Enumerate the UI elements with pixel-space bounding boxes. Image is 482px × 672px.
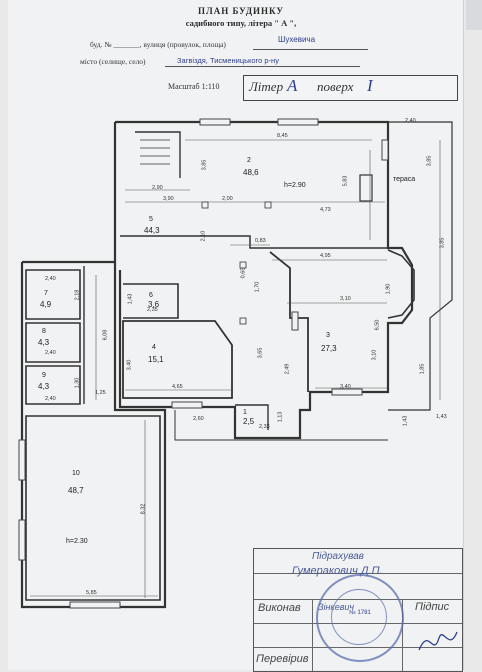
dim-label: 0,83 — [255, 238, 266, 244]
litera-box: Літер А поверх I — [243, 75, 458, 101]
street-underline — [253, 49, 368, 50]
official-seal: № 1781 — [316, 574, 404, 662]
room-6-area: 3,6 — [148, 300, 160, 309]
dim-label: 2,33 — [259, 424, 270, 430]
dim-label: 2,00 — [222, 196, 233, 202]
page-edge — [466, 0, 482, 30]
dim-label: 2,40 — [405, 118, 416, 124]
stamp-sign-label: Підпис — [415, 601, 450, 613]
signature-icon — [418, 631, 458, 651]
litera-floor-number: I — [367, 76, 373, 95]
dim-label: 4,73 — [320, 207, 331, 213]
plan-subtitle: садибного типу, літера " А ", — [185, 18, 297, 28]
windows — [18, 118, 389, 609]
litera-floor-word: поверх — [317, 79, 354, 94]
room-1-area: 2,5 — [243, 417, 255, 426]
room-10-height: h=2.30 — [66, 538, 88, 545]
dim-label: 3,40 — [340, 384, 351, 390]
city-value: Загвіздя, Тисменицького р-ну — [177, 56, 279, 65]
dim-label: 4,65 — [172, 384, 183, 390]
room-3-number: 3 — [326, 332, 330, 339]
seal-number: № 1781 — [349, 610, 371, 616]
address-line-city: місто (селище, село) — [80, 57, 146, 66]
stamp-role-counted: Підрахував — [312, 551, 364, 562]
room-10-number: 10 — [72, 470, 80, 477]
dim-label: 2,35 — [147, 307, 158, 313]
dim-label: 2,40 — [45, 350, 56, 356]
dim-label: 8,45 — [277, 133, 288, 139]
dimension-lines — [30, 139, 441, 598]
scale-label: Масштаб 1:110 — [168, 82, 220, 91]
room-2-height: h=2.90 — [284, 182, 306, 189]
room-10-area: 48,7 — [68, 486, 84, 495]
dim-label: 2,40 — [45, 396, 56, 402]
plan-title: ПЛАН БУДИНКУ — [198, 6, 284, 16]
stamp-role-executed: Виконав — [258, 602, 301, 614]
street-value: Шухевича — [278, 35, 316, 44]
dim-label: 1,25 — [95, 390, 106, 396]
room-2-area: 48,6 — [243, 168, 259, 177]
room-1-number: 1 — [243, 409, 247, 416]
dim-label: 3,90 — [163, 196, 174, 202]
address-line-house: буд. № _______, вулиця (провулок, площа) — [90, 40, 226, 49]
terrace-label: тераса — [393, 176, 416, 183]
dim-label: 4,95 — [320, 253, 331, 259]
stamp-role-checked: Перевірив — [256, 653, 309, 665]
room-5-number: 5 — [149, 216, 153, 223]
room-6-number: 6 — [149, 292, 153, 299]
seal-inner-ring — [331, 589, 387, 645]
dim-label: 1,43 — [436, 414, 447, 420]
dim-label: 5,85 — [86, 590, 97, 596]
room-7-area: 4,9 — [40, 300, 52, 309]
dim-label: 2,90 — [152, 185, 163, 191]
city-underline — [165, 66, 360, 67]
room-4-number: 4 — [152, 344, 156, 351]
room-4-area: 15,1 — [148, 355, 164, 364]
dim-label: 3,10 — [340, 296, 351, 302]
room-7-number: 7 — [44, 290, 48, 297]
dim-label: 2,40 — [45, 276, 56, 282]
room-9-number: 9 — [42, 372, 46, 379]
room-5-area: 44,3 — [144, 226, 160, 235]
column-markers — [201, 201, 272, 325]
room-9-area: 4,3 — [38, 382, 50, 391]
room-8-area: 4,3 — [38, 338, 50, 347]
room-2-number: 2 — [247, 157, 251, 164]
dim-label: 2,60 — [193, 416, 204, 422]
room-3-area: 27,3 — [321, 344, 337, 353]
room-8-number: 8 — [42, 328, 46, 335]
litera-letter: А — [287, 76, 298, 95]
litera-prefix: Літер — [249, 79, 284, 94]
